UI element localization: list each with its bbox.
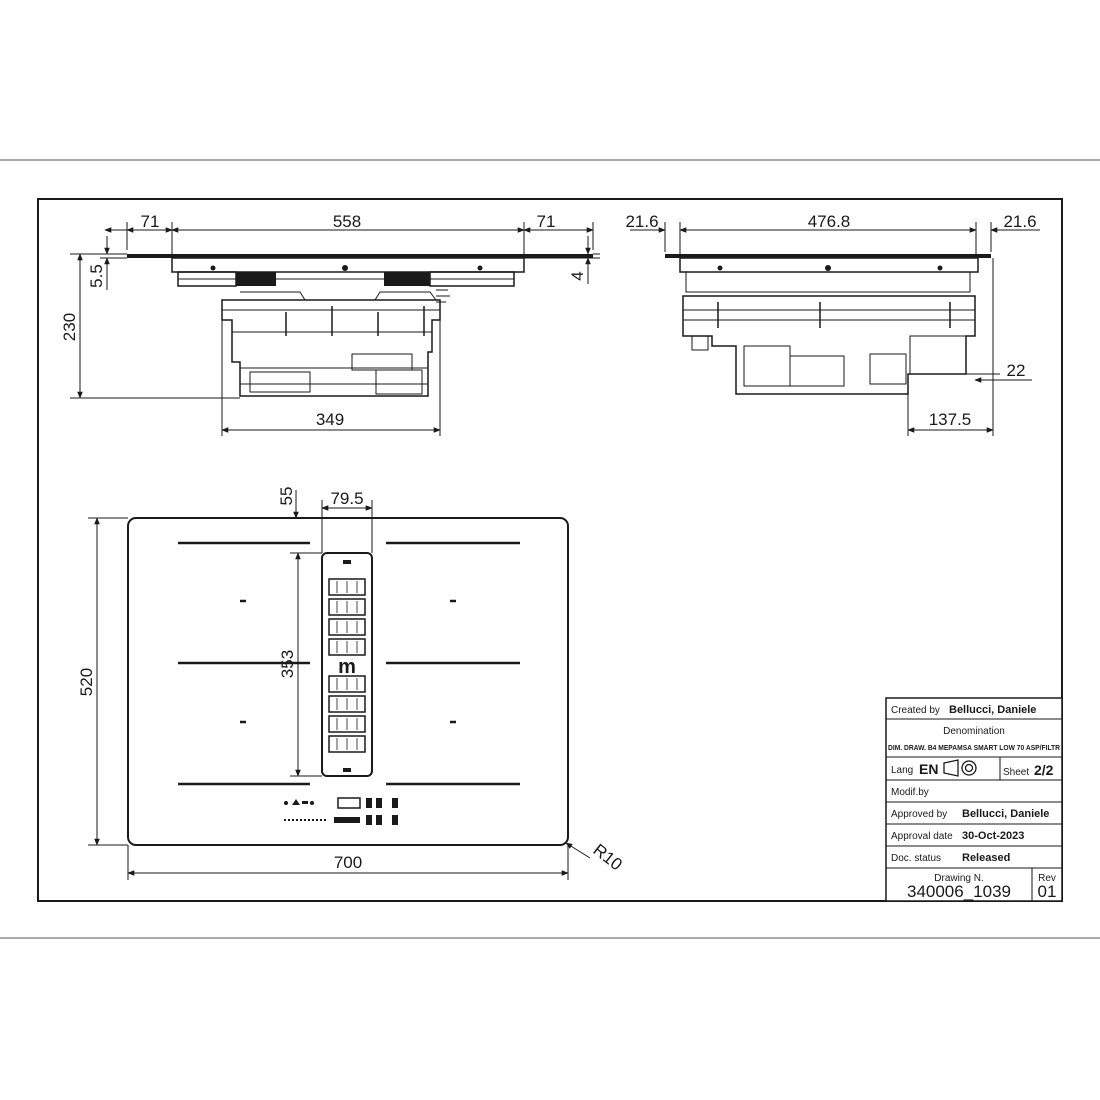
dim-front-glass-thickness: 5.5 bbox=[87, 264, 106, 288]
denomination-label: Denomination bbox=[943, 726, 1005, 737]
projection-symbol-icon bbox=[943, 759, 977, 777]
extractor-brand-mark: m bbox=[338, 656, 356, 678]
front-glass-top bbox=[127, 254, 593, 258]
sheet-label: Sheet bbox=[1003, 767, 1029, 778]
extractor-grille bbox=[328, 560, 366, 772]
dim-front-step: 4 bbox=[568, 271, 587, 280]
dim-extractor-width: 79.5 bbox=[330, 489, 363, 508]
denomination-value: DIM. DRAW. B4 MEPAMSA SMART LOW 70 ASP/F… bbox=[888, 743, 1061, 752]
rev-label: Rev bbox=[1038, 873, 1056, 884]
created-by-label: Created by bbox=[891, 705, 940, 716]
grille-slat bbox=[328, 735, 366, 753]
control-panel bbox=[284, 797, 398, 825]
grille-tab bbox=[343, 768, 351, 772]
dim-front-inner-width: 558 bbox=[333, 212, 361, 231]
grille-tab bbox=[343, 560, 351, 564]
dim-front-height: 230 bbox=[60, 313, 79, 341]
grille-slat bbox=[328, 715, 366, 733]
sheet-value: 2/2 bbox=[1034, 762, 1054, 778]
dim-side-depth: 137.5 bbox=[929, 410, 972, 429]
hob-outline bbox=[127, 517, 569, 846]
grille-slat bbox=[328, 695, 366, 713]
approved-by-value: Bellucci, Daniele bbox=[962, 808, 1049, 820]
drawing-number-value: 340006_1039 bbox=[907, 882, 1011, 901]
dim-front-left-margin: 71 bbox=[141, 212, 160, 231]
drawing-frame bbox=[37, 198, 1063, 902]
approved-by-label: Approved by bbox=[891, 809, 947, 820]
doc-status-label: Doc. status bbox=[891, 853, 941, 864]
grille-slat bbox=[328, 675, 366, 693]
created-by-value: Bellucci, Daniele bbox=[949, 704, 1036, 716]
rev-value: 01 bbox=[1038, 882, 1057, 901]
central-extractor bbox=[321, 552, 373, 777]
side-glass-top bbox=[665, 254, 991, 258]
grille-slat bbox=[328, 638, 366, 656]
drawing-number-label: Drawing N. bbox=[934, 873, 983, 884]
grille-slat bbox=[328, 578, 366, 596]
dim-extractor-length: 353 bbox=[278, 650, 297, 678]
grille-slat bbox=[328, 618, 366, 636]
dim-corner-radius: R10 bbox=[590, 840, 626, 874]
modif-by-label: Modif.by bbox=[891, 787, 929, 798]
dim-side-left-margin: 21.6 bbox=[625, 212, 658, 231]
lang-label: Lang bbox=[891, 765, 913, 776]
dim-hob-width: 700 bbox=[334, 853, 362, 872]
grille-slat bbox=[328, 598, 366, 616]
dim-side-right-margin: 21.6 bbox=[1003, 212, 1036, 231]
title-block: Created by Bellucci, Daniele Denominatio… bbox=[885, 697, 1063, 902]
dim-extractor-offset: 55 bbox=[277, 487, 296, 506]
dim-front-right-margin: 71 bbox=[537, 212, 556, 231]
dim-front-motor-width: 349 bbox=[316, 410, 344, 429]
dim-side-inner-width: 476.8 bbox=[808, 212, 851, 231]
side-view: 21.6 476.8 21.6 22 137.5 bbox=[625, 212, 1040, 436]
front-view: 71 558 71 5.5 230 4 349 bbox=[60, 212, 600, 436]
approval-date-label: Approval date bbox=[891, 831, 953, 842]
lang-value: EN bbox=[919, 761, 938, 777]
dim-hob-depth: 520 bbox=[77, 668, 96, 696]
plan-view: m 79.5 55 353 bbox=[77, 487, 626, 880]
doc-status-value: Released bbox=[962, 852, 1010, 864]
dim-side-offset: 22 bbox=[1007, 361, 1026, 380]
approval-date-value: 30-Oct-2023 bbox=[962, 830, 1024, 842]
